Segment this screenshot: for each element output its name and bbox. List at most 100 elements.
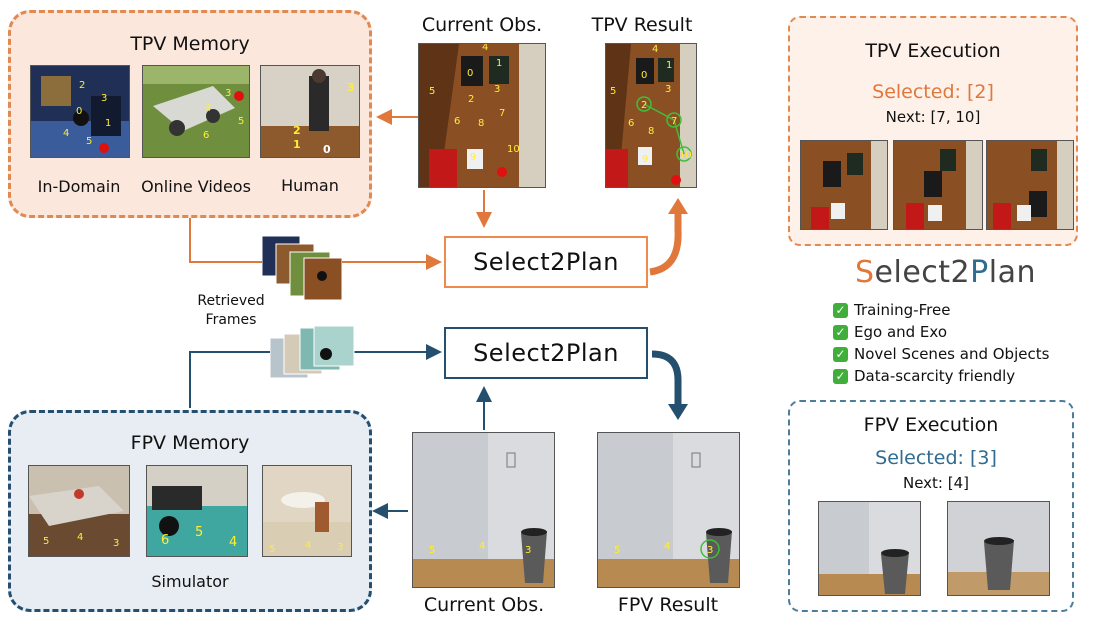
online-videos-image: 3 4 5 6 — [142, 65, 250, 158]
brand-part: S — [855, 255, 875, 290]
tpv-obs-label: 0 — [467, 68, 473, 79]
sim-label: 4 — [305, 540, 311, 551]
tpv-res-label: 6 — [628, 118, 634, 129]
online-label: 3 — [225, 88, 231, 99]
sim-label: 6 — [161, 533, 169, 548]
in-domain-label: 3 — [101, 93, 107, 104]
fpv-res-label: 3 — [707, 545, 713, 556]
tpv-result-image: 4 1 0 3 5 2 7 6 8 9 10 — [605, 43, 697, 188]
online-label: 6 — [203, 130, 209, 141]
fpv-result-image: 5 4 3 — [597, 432, 740, 588]
sim-label: 4 — [77, 532, 83, 543]
in-domain-label: 0 — [76, 106, 82, 117]
fpv-execution-title: FPV Execution — [863, 414, 999, 436]
tpv-obs-label: 1 — [496, 58, 502, 69]
retrieved-frames-fpv — [269, 325, 358, 388]
tpv-obs-label: 5 — [429, 86, 435, 97]
fpv-result-title: FPV Result — [617, 594, 719, 616]
tpv-obs-label: 9 — [470, 152, 476, 163]
caption-in-domain: In-Domain — [37, 177, 121, 196]
feature-text: Training-Free — [854, 301, 951, 319]
sim-label: 3 — [113, 538, 119, 549]
brand-part: P — [970, 255, 989, 290]
human-label: 0 — [323, 143, 331, 156]
feature-item: ✓ Data-scarcity friendly — [833, 365, 1049, 387]
tpv-res-label: 3 — [665, 84, 671, 95]
tpv-current-obs-title: Current Obs. — [421, 14, 543, 36]
sim-label: 4 — [229, 535, 237, 550]
tpv-result-title: TPV Result — [591, 14, 693, 36]
in-domain-label: 1 — [105, 118, 111, 129]
tpv-res-label: 2 — [641, 100, 647, 111]
tpv-exec-frame — [986, 140, 1074, 230]
retrieved-label-line: Retrieved — [197, 293, 265, 309]
online-label: 4 — [205, 103, 211, 114]
arrow-select2plan-to-tpv-result — [649, 214, 682, 276]
fpv-execution-next: Next: [4] — [902, 474, 969, 492]
in-domain-label: 5 — [86, 136, 92, 147]
tpv-res-label: 4 — [652, 44, 658, 55]
tpv-res-label: 9 — [642, 154, 648, 165]
human-label: 3 — [347, 81, 355, 94]
tpv-obs-label: 4 — [482, 44, 488, 53]
feature-text: Ego and Exo — [854, 323, 948, 341]
fpv-obs-label: 3 — [525, 545, 531, 556]
feature-list: ✓Training-Free ✓Ego and Exo ✓Novel Scene… — [833, 299, 1049, 387]
checkmark-icon: ✓ — [833, 324, 848, 340]
feature-text: Novel Scenes and Objects — [854, 345, 1050, 363]
simulator-image: 5 4 3 — [28, 465, 130, 557]
tpv-execution-next: Next: [7, 10] — [885, 108, 981, 126]
fpv-exec-frame — [818, 501, 921, 596]
tpv-execution-selected: Selected: [2] — [872, 81, 994, 103]
fpv-obs-label: 5 — [429, 545, 435, 556]
tpv-exec-frame — [800, 140, 888, 230]
tpv-res-label: 10 — [679, 150, 692, 161]
tpv-res-label: 8 — [648, 126, 654, 137]
checkmark-icon: ✓ — [833, 368, 848, 384]
fpv-res-label: 4 — [664, 541, 670, 552]
feature-text: Data-scarcity friendly — [854, 367, 1016, 385]
select2plan-tpv-box: Select2Plan — [444, 236, 648, 288]
tpv-obs-label: 2 — [468, 94, 474, 105]
simulator-image: 6 5 4 — [146, 465, 248, 557]
caption-online-videos: Online Videos — [141, 177, 251, 196]
tpv-obs-label: 3 — [494, 84, 500, 95]
arrow-memory-to-select2plan — [189, 218, 442, 270]
human-label: 1 — [293, 138, 301, 151]
feature-item: ✓Training-Free — [833, 299, 1049, 321]
in-domain-image: 2 3 0 1 4 5 — [30, 65, 130, 158]
sim-label: 5 — [195, 525, 203, 540]
tpv-memory-title: TPV Memory — [130, 33, 250, 55]
tpv-obs-label: 6 — [454, 116, 460, 127]
tpv-exec-frame — [893, 140, 983, 230]
tpv-obs-label: 10 — [507, 144, 520, 155]
tpv-current-obs-image: 4 1 0 3 5 2 7 6 8 9 10 — [418, 43, 546, 188]
tpv-res-label: 5 — [610, 86, 616, 97]
feature-item: ✓ Ego and Exo — [833, 321, 1049, 343]
tpv-res-label: 1 — [666, 60, 672, 71]
select2plan-fpv-box: Select2Plan — [444, 327, 648, 379]
in-domain-label: 2 — [79, 80, 85, 91]
sim-label: 5 — [269, 544, 275, 555]
in-domain-label: 4 — [63, 128, 69, 139]
fpv-obs-label: 4 — [479, 541, 485, 552]
fpv-current-obs-title: Current Obs. — [423, 594, 545, 616]
fpv-current-obs-image: 5 4 3 — [412, 432, 555, 588]
retrieved-frames-tpv — [261, 235, 343, 302]
tpv-obs-label: 8 — [478, 118, 484, 129]
tpv-obs-label: 7 — [499, 108, 505, 119]
human-label: 2 — [293, 124, 301, 137]
fpv-execution-selected: Selected: [3] — [875, 447, 997, 469]
sim-label: 5 — [43, 536, 49, 547]
brand-part: elect2 — [874, 255, 971, 290]
brand-part: lan — [988, 255, 1036, 290]
tpv-res-label: 0 — [641, 70, 647, 81]
retrieved-frames-label: Retrieved Frames — [196, 292, 266, 330]
fpv-memory-title: FPV Memory — [130, 432, 250, 454]
fpv-res-label: 5 — [614, 545, 620, 556]
brand-title: Select2Plan — [855, 255, 1036, 290]
online-label: 5 — [238, 116, 244, 127]
feature-item: ✓Novel Scenes and Objects — [833, 343, 1049, 365]
